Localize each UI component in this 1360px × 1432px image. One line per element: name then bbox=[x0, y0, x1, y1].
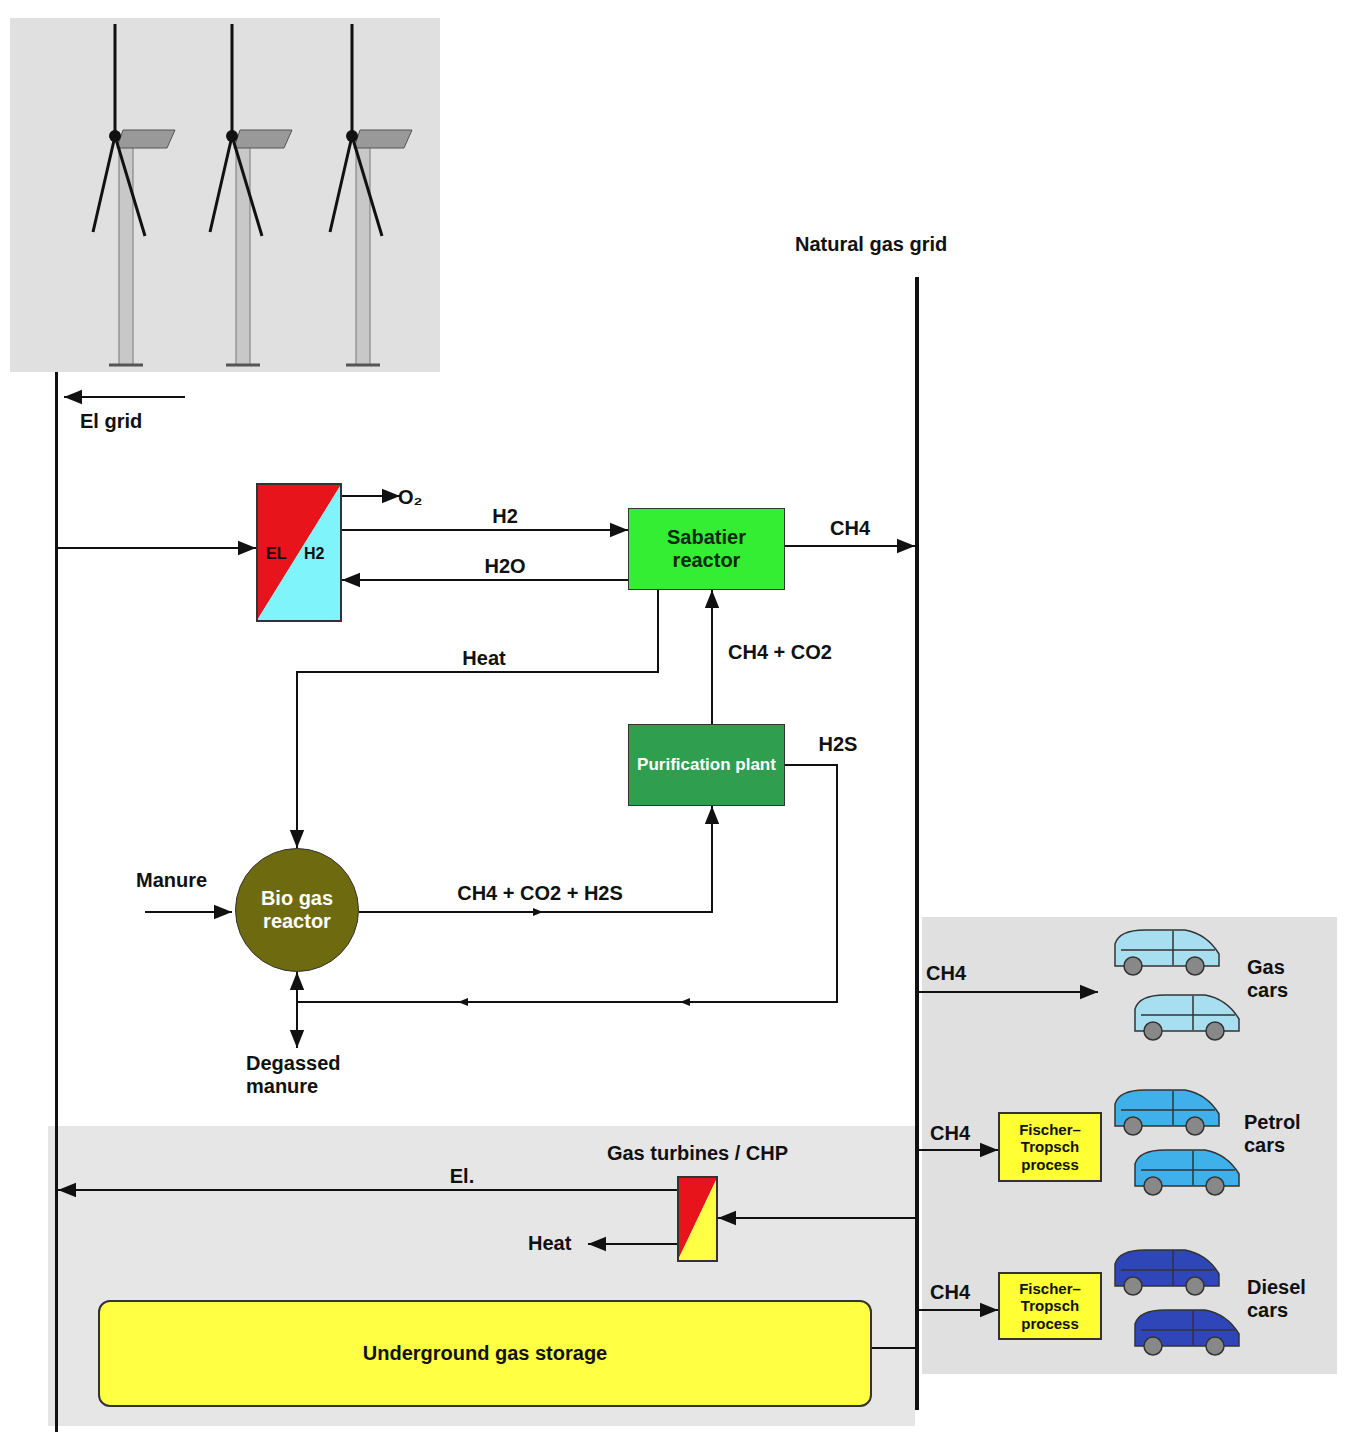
turbine-hub bbox=[346, 130, 358, 142]
wind-panel bbox=[10, 18, 440, 372]
car-wheel bbox=[1124, 1117, 1142, 1135]
node-text: Gas turbines / CHP bbox=[607, 1142, 788, 1165]
text-label: Petrol cars bbox=[1244, 1111, 1330, 1157]
connector bbox=[58, 547, 256, 549]
car-wheel bbox=[1206, 1022, 1224, 1040]
edge-label: CH4 + CO2 + H2S bbox=[457, 882, 623, 905]
text-label: CH4 bbox=[926, 962, 966, 985]
edge-label: CH4 bbox=[930, 1281, 970, 1304]
text-label: O₂ bbox=[398, 486, 422, 509]
edge-label: Heat bbox=[462, 647, 505, 670]
turbine-base bbox=[226, 364, 260, 367]
edge-label: CH4 + CO2 bbox=[728, 641, 832, 664]
edge-label: CH4 bbox=[830, 517, 870, 540]
node-text: Fischer–Tropsch process bbox=[1006, 1121, 1094, 1173]
connector bbox=[785, 545, 915, 547]
turbine-hub bbox=[226, 130, 238, 142]
car-wheel bbox=[1144, 1337, 1162, 1355]
turbine-nacelle bbox=[117, 130, 175, 148]
node-text: El grid bbox=[80, 410, 142, 433]
connector bbox=[58, 1189, 677, 1191]
shape-half bbox=[256, 483, 342, 622]
edge-label: H2S bbox=[819, 733, 858, 756]
connector bbox=[711, 590, 713, 724]
shape-border bbox=[257, 484, 341, 621]
fischer-tropsch: Fischer–Tropsch process bbox=[998, 1112, 1102, 1182]
car-wheel bbox=[1206, 1177, 1224, 1195]
node-text: Purification plant bbox=[637, 755, 776, 775]
text-label: Gas cars bbox=[1247, 956, 1325, 1002]
turbine-blades bbox=[93, 24, 145, 236]
turbine-base bbox=[109, 364, 143, 367]
oxygen-arrow bbox=[342, 495, 400, 497]
turbine-base bbox=[346, 364, 380, 367]
car-wheel bbox=[1186, 1117, 1204, 1135]
connector bbox=[342, 529, 628, 531]
turbine-nacelle bbox=[234, 130, 292, 148]
biogas-reactor: Bio gas reactor bbox=[235, 848, 359, 972]
connector bbox=[872, 1347, 915, 1349]
electric-grid: El grid bbox=[55, 372, 58, 1432]
car-wheel bbox=[1124, 957, 1142, 975]
node-text: Fischer–Tropsch process bbox=[1006, 1280, 1094, 1332]
car-wheel bbox=[1186, 957, 1204, 975]
split-shape bbox=[677, 1176, 718, 1262]
heat-arrow bbox=[588, 1243, 677, 1245]
car-wheel bbox=[1144, 1177, 1162, 1195]
node-text: Underground gas storage bbox=[363, 1342, 607, 1365]
text-label: Diesel cars bbox=[1247, 1276, 1333, 1322]
shape-border bbox=[678, 1177, 717, 1261]
fischer-tropsch: Fischer–Tropsch process bbox=[998, 1272, 1102, 1340]
gas-car-arrow bbox=[919, 991, 1098, 993]
manure-arrow bbox=[145, 911, 232, 913]
purification-plant: Purification plant bbox=[628, 724, 785, 806]
node-text: Natural gas grid bbox=[795, 233, 947, 256]
node-text: EL bbox=[266, 545, 286, 563]
turbine-nacelle bbox=[354, 130, 412, 148]
turbine-blades bbox=[330, 24, 382, 236]
connector bbox=[342, 579, 628, 581]
cars bbox=[1115, 930, 1239, 1355]
turbine-hub bbox=[109, 130, 121, 142]
car-wheel bbox=[1206, 1337, 1224, 1355]
edge-label: CH4 bbox=[930, 1122, 970, 1145]
gas-storage: Underground gas storage bbox=[98, 1300, 872, 1407]
wind-turbines bbox=[93, 24, 412, 365]
connector bbox=[359, 806, 712, 912]
power-arrow bbox=[64, 396, 185, 398]
edge-label: H2O bbox=[484, 555, 525, 578]
edge-label: H2 bbox=[492, 505, 518, 528]
shape-half bbox=[677, 1176, 718, 1262]
node-text: H2 bbox=[304, 545, 324, 563]
connector bbox=[297, 590, 658, 848]
car-wheel bbox=[1144, 1022, 1162, 1040]
vehicle-panel bbox=[922, 917, 1337, 1374]
text-label: Heat bbox=[528, 1232, 571, 1255]
connector bbox=[919, 1149, 998, 1151]
chp-unit: Gas turbines / CHP bbox=[677, 1176, 718, 1262]
text-label: Manure bbox=[136, 869, 207, 892]
electrolyser: EL H2 bbox=[256, 483, 342, 622]
node-text: Sabatier reactor bbox=[635, 526, 778, 572]
car-wheel bbox=[1124, 1277, 1142, 1295]
connector bbox=[718, 1217, 915, 1219]
gas-grid: Natural gas grid bbox=[915, 277, 919, 1410]
sabatier-reactor: Sabatier reactor bbox=[628, 508, 785, 590]
connector bbox=[919, 1309, 998, 1311]
power-band bbox=[48, 1126, 915, 1426]
car-wheel bbox=[1186, 1277, 1204, 1295]
text-label: Degassed manure bbox=[246, 1052, 376, 1098]
node-text: Bio gas reactor bbox=[249, 887, 345, 933]
shape-half bbox=[677, 1176, 718, 1262]
shape-half bbox=[256, 483, 342, 622]
turbine-blades bbox=[210, 24, 262, 236]
edge-label: El. bbox=[450, 1165, 474, 1188]
